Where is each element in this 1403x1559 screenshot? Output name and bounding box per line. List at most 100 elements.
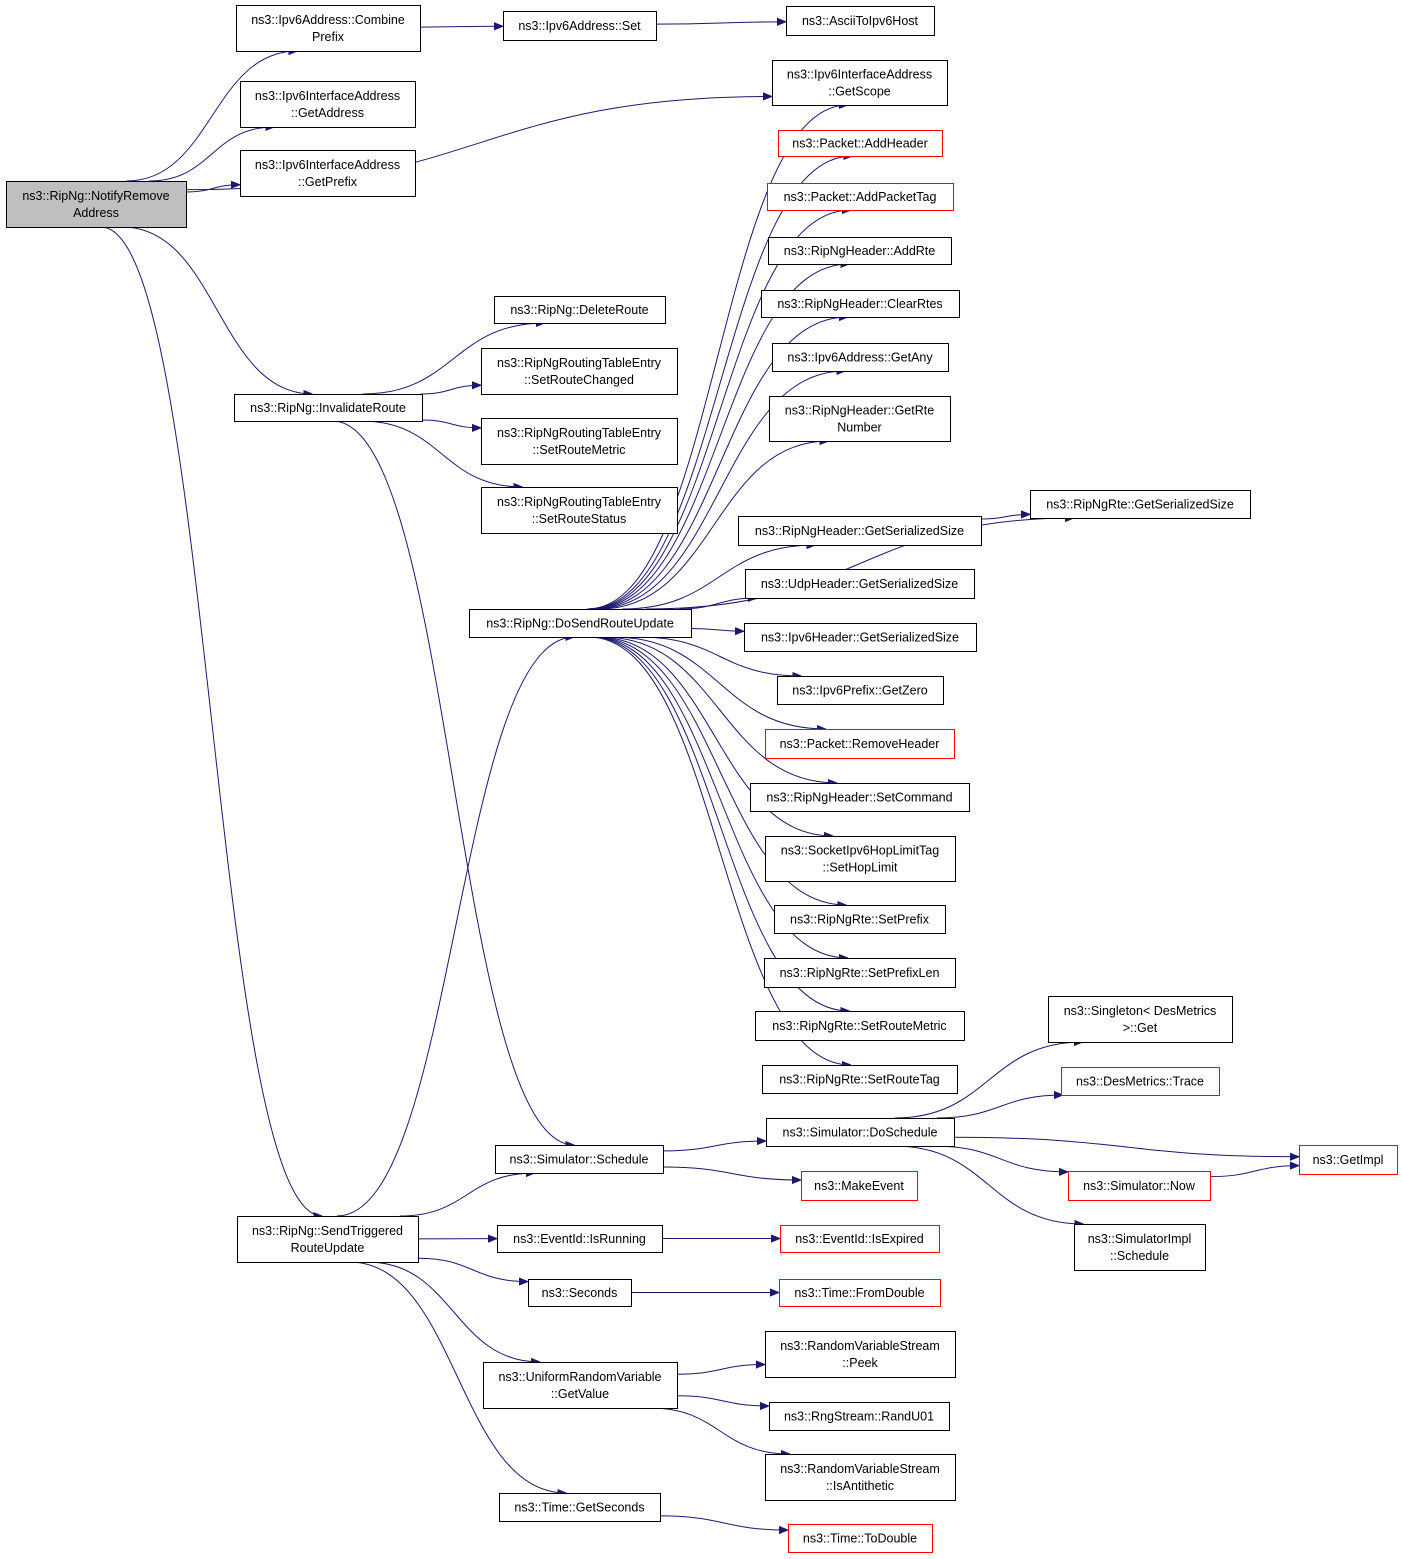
node-clearrtes[interactable]: ns3::RipNgHeader::ClearRtes: [761, 290, 960, 318]
node-addrte[interactable]: ns3::RipNgHeader::AddRte: [768, 237, 952, 265]
node-label: ns3::RipNg::InvalidateRoute: [250, 401, 406, 415]
node-doschedule[interactable]: ns3::Simulator::DoSchedule: [766, 1118, 955, 1147]
node-label: Prefix: [312, 30, 345, 44]
node-invalidate[interactable]: ns3::RipNg::InvalidateRoute: [234, 394, 423, 422]
node-todouble[interactable]: ns3::Time::ToDouble: [788, 1524, 933, 1553]
node-ascii[interactable]: ns3::AsciiToIpv6Host: [786, 6, 935, 36]
edge-now-to-getimpl: [1209, 1166, 1299, 1178]
node-box: [761, 290, 960, 318]
node-box: [762, 1065, 958, 1094]
node-singleton[interactable]: ns3::Singleton< DesMetrics>::Get: [1048, 996, 1233, 1043]
edge-sendtriggered-to-dosend: [336, 637, 574, 1217]
node-box: [234, 394, 423, 422]
node-makeevent[interactable]: ns3::MakeEvent: [801, 1171, 918, 1201]
node-label: ::GetAddress: [291, 106, 364, 120]
node-schedule[interactable]: ns3::Simulator::Schedule: [495, 1145, 664, 1174]
node-isrunning[interactable]: ns3::EventId::IsRunning: [497, 1225, 663, 1253]
edge-schedule-to-doschedule: [662, 1141, 766, 1152]
node-getzero[interactable]: ns3::Ipv6Prefix::GetZero: [777, 676, 944, 705]
node-sethoplimit[interactable]: ns3::SocketIpv6HopLimitTag::SetHopLimit: [765, 836, 956, 882]
node-label: >::Get: [1123, 1021, 1158, 1035]
node-ifgetscope[interactable]: ns3::Ipv6InterfaceAddress::GetScope: [772, 60, 948, 106]
node-fromdouble[interactable]: ns3::Time::FromDouble: [779, 1279, 941, 1307]
edge-dosend-to-setroutemetricrte: [589, 636, 850, 1011]
node-ifgetprefix[interactable]: ns3::Ipv6InterfaceAddress::GetPrefix: [240, 150, 416, 197]
node-box: [481, 487, 678, 534]
node-setroutestatus[interactable]: ns3::RipNgRoutingTableEntry::SetRouteSta…: [481, 487, 678, 534]
node-peek[interactable]: ns3::RandomVariableStream::Peek: [765, 1331, 956, 1378]
node-box: [750, 783, 970, 812]
node-label: ns3::Ipv6Address::Combine: [251, 13, 405, 27]
node-ipv6set[interactable]: ns3::Ipv6Address::Set: [503, 11, 657, 41]
node-label: ns3::RipNgHeader::SetCommand: [766, 791, 952, 805]
node-label: ::GetPrefix: [298, 175, 358, 189]
node-label: ns3::Time::GetSeconds: [514, 1501, 644, 1515]
node-removeheader[interactable]: ns3::Packet::RemoveHeader: [765, 729, 955, 759]
node-hdrgetsersize[interactable]: ns3::RipNgHeader::GetSerializedSize: [738, 516, 982, 546]
node-label: ns3::EventId::IsExpired: [795, 1232, 924, 1246]
node-setprefixlen[interactable]: ns3::RipNgRte::SetPrefixLen: [764, 958, 956, 988]
node-rtegetsersize[interactable]: ns3::RipNgRte::GetSerializedSize: [1030, 490, 1251, 519]
node-label: ns3::Ipv6InterfaceAddress: [255, 89, 400, 103]
node-label: ns3::RipNgHeader::GetSerializedSize: [755, 524, 964, 538]
node-udpgetsersize[interactable]: ns3::UdpHeader::GetSerializedSize: [745, 569, 975, 599]
edge-dosend-to-setprefixlen: [591, 636, 848, 958]
node-label: ::GetScope: [828, 85, 891, 99]
node-deleteroute[interactable]: ns3::RipNg::DeleteRoute: [494, 296, 666, 324]
node-box: [786, 6, 935, 36]
node-label: ns3::Time::ToDouble: [803, 1532, 917, 1546]
edge-doschedule-to-trace: [936, 1095, 1063, 1119]
node-randu01[interactable]: ns3::RngStream::RandU01: [769, 1402, 950, 1431]
node-dosend[interactable]: ns3::RipNg::DoSendRouteUpdate: [469, 609, 692, 638]
node-label: ns3::Ipv6Header::GetSerializedSize: [761, 631, 959, 645]
edge-doschedule-to-implschedule: [894, 1145, 1084, 1224]
node-setroutetag[interactable]: ns3::RipNgRte::SetRouteTag: [762, 1065, 958, 1094]
node-label: ::Peek: [842, 1356, 878, 1370]
edge-dosend-to-getrtenumber: [599, 441, 829, 610]
node-label: ns3::SocketIpv6HopLimitTag: [781, 844, 939, 858]
node-box: [744, 623, 977, 652]
node-addheader[interactable]: ns3::Packet::AddHeader: [778, 130, 943, 157]
node-trace[interactable]: ns3::DesMetrics::Trace: [1061, 1067, 1220, 1096]
node-addpackettag[interactable]: ns3::Packet::AddPacketTag: [767, 183, 954, 211]
edge-hdrgetsersize-to-rtegetsersize: [980, 514, 1030, 520]
node-label: ns3::Packet::AddHeader: [792, 137, 928, 151]
node-label: Number: [837, 421, 881, 435]
node-label: ns3::RipNgHeader::AddRte: [784, 244, 936, 258]
node-setroutechanged[interactable]: ns3::RipNgRoutingTableEntry::SetRouteCha…: [481, 348, 678, 395]
node-now[interactable]: ns3::Simulator::Now: [1068, 1171, 1211, 1201]
node-setroutemetricrte[interactable]: ns3::RipNgRte::SetRouteMetric: [755, 1011, 965, 1041]
node-box: [769, 1402, 950, 1431]
node-ifgetaddr[interactable]: ns3::Ipv6InterfaceAddress::GetAddress: [240, 81, 416, 128]
node-implschedule[interactable]: ns3::SimulatorImpl::Schedule: [1074, 1224, 1206, 1271]
node-setprefix[interactable]: ns3::RipNgRte::SetPrefix: [774, 905, 946, 934]
node-getvalue[interactable]: ns3::UniformRandomVariable::GetValue: [483, 1362, 678, 1409]
edge-invalidate-to-setroutechanged: [420, 385, 481, 395]
node-isantithetic[interactable]: ns3::RandomVariableStream::IsAntithetic: [765, 1454, 956, 1501]
edge-invalidate-to-deleteroute: [362, 323, 545, 395]
node-box: [503, 11, 657, 41]
node-getseconds[interactable]: ns3::Time::GetSeconds: [499, 1493, 661, 1522]
node-box: [483, 1362, 678, 1409]
node-label: ns3::RipNgRoutingTableEntry: [497, 495, 662, 509]
node-isexpired[interactable]: ns3::EventId::IsExpired: [780, 1225, 940, 1253]
edge-sendtriggered-to-getseconds: [349, 1261, 566, 1493]
node-setcommand[interactable]: ns3::RipNgHeader::SetCommand: [750, 783, 970, 812]
node-box: [745, 569, 975, 599]
node-getimpl[interactable]: ns3::GetImpl: [1299, 1145, 1398, 1175]
node-box: [768, 237, 952, 265]
node-box: [755, 1011, 965, 1041]
node-getany[interactable]: ns3::Ipv6Address::GetAny: [772, 343, 949, 372]
edge-dosend-to-clearrtes: [592, 317, 848, 610]
node-setroutemetric[interactable]: ns3::RipNgRoutingTableEntry::SetRouteMet…: [481, 418, 678, 465]
node-seconds[interactable]: ns3::Seconds: [528, 1279, 632, 1307]
node-box: [494, 296, 666, 324]
node-label: ns3::Ipv6InterfaceAddress: [255, 158, 400, 172]
node-ipv6hdrgetsersize[interactable]: ns3::Ipv6Header::GetSerializedSize: [744, 623, 977, 652]
node-label: ns3::UniformRandomVariable: [498, 1370, 661, 1384]
